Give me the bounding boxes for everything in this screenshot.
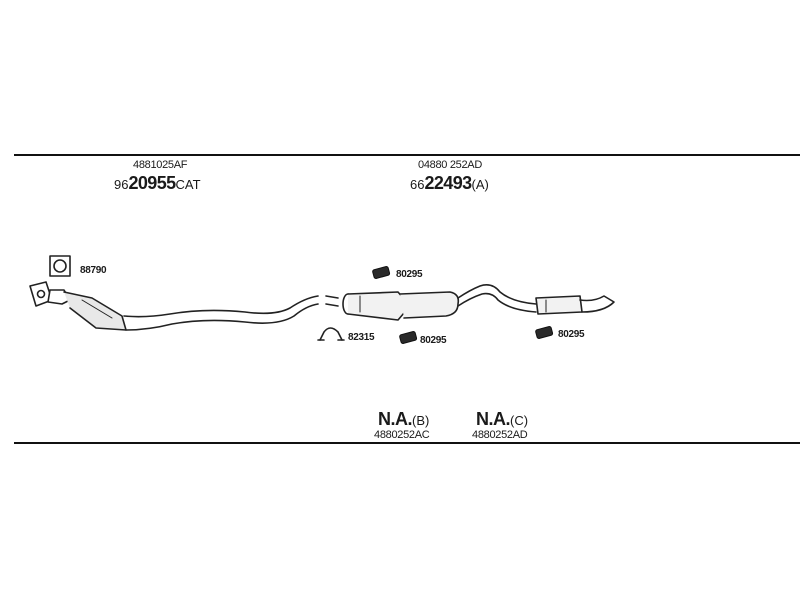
na-b-tag: (B) (412, 413, 430, 428)
clamp-group (372, 266, 554, 344)
catalyst-part-code: 9620955CAT (114, 174, 201, 192)
top-rule (14, 154, 800, 156)
bottom-rule (14, 442, 800, 444)
rear-ref-number: 04880 252AD (418, 159, 482, 171)
u-clamp-icon (317, 327, 345, 341)
na-c-label: N.A.(C) (476, 410, 528, 429)
catalyst-code-prefix: 96 (114, 177, 129, 192)
clamp-bottom-right-part-number: 80295 (558, 329, 585, 340)
rear-pipe-icon (457, 284, 537, 313)
rear-code-prefix: 66 (410, 177, 425, 192)
na-c-bold: N.A. (476, 409, 511, 429)
rear-silencer-icon (535, 295, 615, 315)
gasket-icon (49, 255, 71, 277)
clamp-bottom-right-icon (535, 326, 554, 339)
gasket-part-number: 88790 (80, 265, 107, 276)
na-b-bold: N.A. (378, 409, 413, 429)
center-muffler-icon (325, 291, 460, 321)
catalyst-code-main: 20955 (128, 173, 176, 193)
rear-code-main: 22493 (424, 173, 472, 193)
na-c-tag: (C) (510, 413, 529, 428)
u-clamp-part-number: 82315 (348, 332, 375, 343)
clamp-top-part-number: 80295 (396, 269, 423, 280)
catalyst-pipe-icon (47, 289, 319, 331)
clamp-top-icon (372, 266, 391, 279)
catalyst-code-suffix: CAT (175, 177, 201, 192)
catalyst-ref-number: 4881025AF (133, 159, 188, 171)
na-b-ref-number: 4880252AC (374, 429, 430, 441)
rear-code-suffix: (A) (471, 177, 489, 192)
na-b-label: N.A.(B) (378, 410, 429, 429)
rear-part-code: 6622493(A) (410, 174, 489, 192)
clamp-bottom-mid-part-number: 80295 (420, 335, 447, 346)
clamp-bottom-mid-icon (399, 331, 418, 344)
na-c-ref-number: 4880252AD (472, 429, 528, 441)
